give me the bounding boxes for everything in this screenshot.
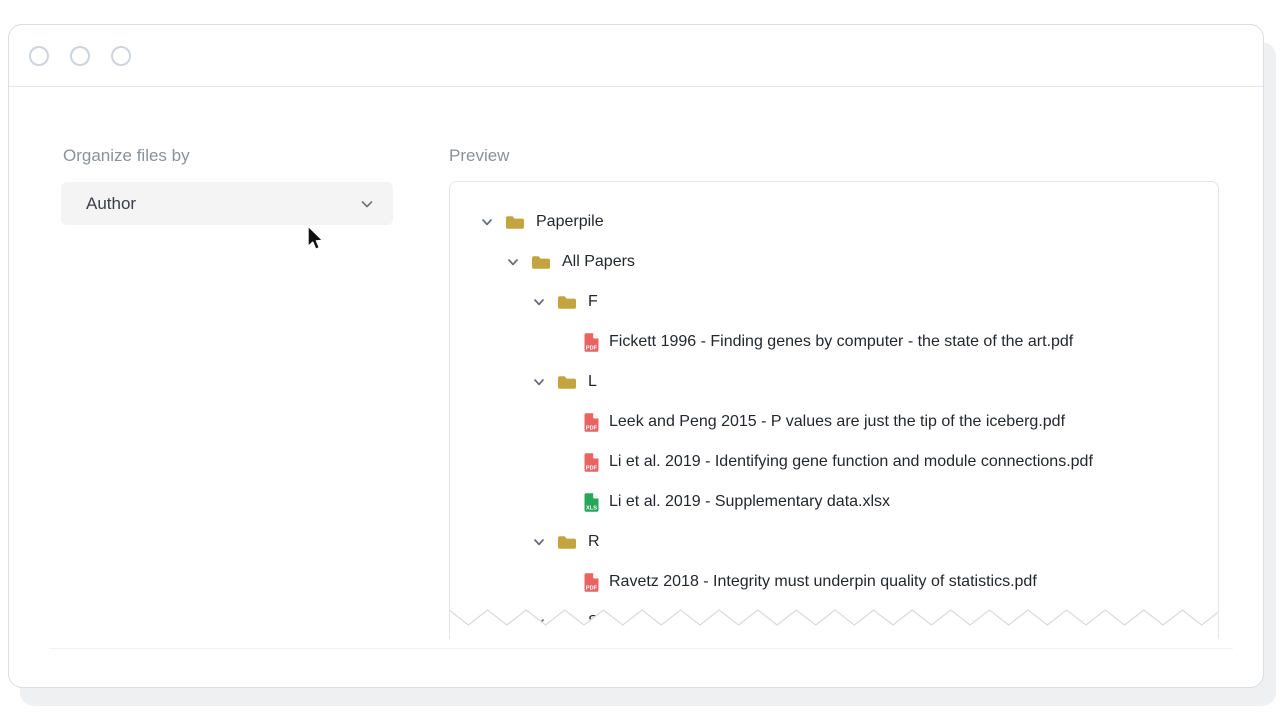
tree-folder-row[interactable]: Paperpile bbox=[450, 202, 1218, 242]
window-control-minimize-icon[interactable] bbox=[70, 45, 90, 66]
svg-text:PDF: PDF bbox=[586, 345, 598, 351]
tree-item-label: L bbox=[588, 373, 597, 390]
tree-file-row[interactable]: PDF Fickett 1996 - Finding genes by comp… bbox=[450, 322, 1218, 362]
pdf-file-icon: PDF bbox=[583, 572, 600, 593]
chevron-down-icon[interactable] bbox=[532, 375, 546, 389]
folder-icon bbox=[557, 374, 577, 390]
folder-icon bbox=[557, 294, 577, 310]
tree-item-label: Fickett 1996 - Finding genes by computer… bbox=[609, 333, 1074, 350]
tree-file-row[interactable]: PDF Li et al. 2019 - Identifying gene fu… bbox=[450, 442, 1218, 482]
tree-folder-row[interactable]: F bbox=[450, 282, 1218, 322]
chevron-down-icon[interactable] bbox=[506, 255, 520, 269]
svg-text:PDF: PDF bbox=[586, 585, 598, 591]
tree-item-label: Li et al. 2019 - Supplementary data.xlsx bbox=[609, 493, 891, 510]
folder-icon bbox=[557, 534, 577, 550]
footer-divider bbox=[49, 648, 1233, 649]
svg-text:PDF: PDF bbox=[586, 425, 598, 431]
preview-tree-panel: Paperpile All Papers F bbox=[449, 181, 1219, 639]
tree-folder-row[interactable]: L bbox=[450, 362, 1218, 402]
chevron-down-icon[interactable] bbox=[532, 295, 546, 309]
tree-folder-row[interactable]: R bbox=[450, 522, 1218, 562]
tree-item-label: Li et al. 2019 - Identifying gene functi… bbox=[609, 453, 1093, 470]
folder-icon bbox=[505, 214, 525, 230]
dialog-window: Organize files by Author Preview Paperpi… bbox=[8, 24, 1264, 688]
folder-icon bbox=[531, 254, 551, 270]
tree-folder-row[interactable]: All Papers bbox=[450, 242, 1218, 282]
tree-file-row[interactable]: PDF Ravetz 2018 - Integrity must underpi… bbox=[450, 562, 1218, 602]
organize-by-select[interactable]: Author bbox=[61, 182, 393, 225]
pdf-file-icon: PDF bbox=[583, 412, 600, 433]
tree-item-label: Paperpile bbox=[536, 213, 604, 230]
chevron-down-icon[interactable] bbox=[532, 535, 546, 549]
chevron-down-icon bbox=[359, 196, 375, 212]
preview-label: Preview bbox=[449, 146, 510, 165]
xls-file-icon: XLS bbox=[583, 492, 600, 513]
tree-item-label: All Papers bbox=[562, 253, 635, 270]
tree-item-label: Ravetz 2018 - Integrity must underpin qu… bbox=[609, 573, 1037, 590]
svg-text:XLS: XLS bbox=[586, 505, 597, 511]
window-control-close-icon[interactable] bbox=[29, 45, 49, 66]
tree-item-label: Leek and Peng 2015 - P values are just t… bbox=[609, 413, 1066, 430]
svg-text:PDF: PDF bbox=[586, 465, 598, 471]
tree-item-label: F bbox=[588, 293, 598, 310]
torn-edge bbox=[450, 609, 1218, 639]
pdf-file-icon: PDF bbox=[583, 452, 600, 473]
pdf-file-icon: PDF bbox=[583, 332, 600, 353]
organize-by-selected-value: Author bbox=[86, 193, 137, 213]
tree-item-label: R bbox=[588, 533, 600, 550]
tree-file-row[interactable]: PDF Leek and Peng 2015 - P values are ju… bbox=[450, 402, 1218, 442]
window-titlebar bbox=[9, 25, 1263, 87]
tree-file-row[interactable]: XLS Li et al. 2019 - Supplementary data.… bbox=[450, 482, 1218, 522]
preview-tree: Paperpile All Papers F bbox=[450, 182, 1218, 639]
chevron-down-icon[interactable] bbox=[480, 215, 494, 229]
window-control-maximize-icon[interactable] bbox=[111, 45, 131, 66]
organize-files-by-label: Organize files by bbox=[63, 146, 190, 165]
